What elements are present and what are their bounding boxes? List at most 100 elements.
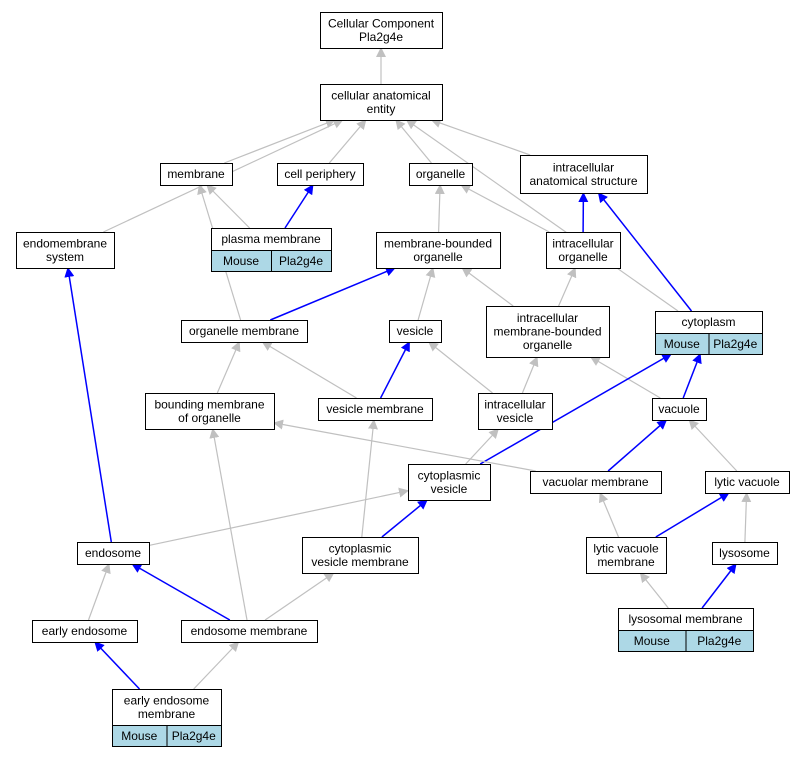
edge-cvm-to-vesmem <box>361 419 378 538</box>
node-label: vesicle <box>397 324 434 338</box>
annotation-organism: Mouse <box>634 634 670 648</box>
node-box <box>320 84 443 121</box>
node-label: Cellular Component <box>328 16 435 30</box>
node-label: vesicle <box>431 482 468 496</box>
node-label: membrane <box>138 707 196 721</box>
edge-membrane-to-cae <box>224 118 336 164</box>
edges-layer <box>64 47 752 690</box>
edge-cellper-to-cae <box>328 119 367 164</box>
node-box <box>705 471 790 494</box>
node-membrane[interactable]: membrane <box>160 163 233 186</box>
edge-vesmem-to-vesicle <box>379 341 411 399</box>
node-box <box>181 620 318 643</box>
node-box <box>486 306 610 358</box>
edge-imbo-to-mbo <box>461 267 514 307</box>
edge-plasma-to-cellper <box>284 184 314 229</box>
node-vacuole[interactable]: vacuole <box>652 398 707 421</box>
node-box <box>320 12 443 49</box>
node-vesicle[interactable]: vesicle <box>389 320 442 343</box>
annotation-gene: Pla2g4e <box>172 729 216 743</box>
node-label: vacuole <box>658 402 700 416</box>
edge-plasma-to-membrane <box>206 184 251 229</box>
node-label: membrane-bounded <box>384 236 492 250</box>
node-endomem[interactable]: endosome membrane <box>181 620 318 643</box>
node-label: Pla2g4e <box>359 30 403 44</box>
node-cellper[interactable]: cell periphery <box>277 163 364 186</box>
node-box <box>389 320 442 343</box>
edge-cytves-to-cytoplasm <box>479 353 673 465</box>
edge-lvm-to-lytvac <box>655 492 730 538</box>
node-label: intracellular <box>484 397 545 411</box>
edge-intves-to-vesicle <box>428 341 493 394</box>
node-label: system <box>46 250 84 264</box>
edge-vacmem-to-bmo <box>273 419 536 472</box>
node-box <box>520 155 648 194</box>
edge-vacuole-to-imbo <box>589 356 661 399</box>
edge-organelle-to-cae <box>395 119 432 164</box>
node-lytvac[interactable]: lytic vacuole <box>705 471 790 494</box>
node-label: cytoplasm <box>681 315 735 329</box>
edge-lysosome-to-lytvac <box>741 492 752 543</box>
node-label: vesicle membrane <box>311 555 409 569</box>
edge-cvm-to-cytves <box>381 499 428 538</box>
node-vesmem[interactable]: vesicle membrane <box>318 398 433 421</box>
node-box <box>478 393 553 430</box>
node-label: intracellular <box>517 311 578 325</box>
node-label: bounding membrane <box>154 397 264 411</box>
node-label: cell periphery <box>284 167 355 181</box>
node-label: vesicle <box>497 411 534 425</box>
edge-vesmem-to-orgmem <box>261 341 357 399</box>
edge-intves-to-imbo <box>521 356 539 394</box>
node-label: lysosomal membrane <box>628 612 742 626</box>
edge-cytoplasm-to-cae <box>405 119 679 312</box>
node-orgmem[interactable]: organelle membrane <box>181 320 308 343</box>
node-organelle[interactable]: organelle <box>409 163 473 186</box>
node-early[interactable]: early endosome <box>32 620 138 643</box>
node-endosome[interactable]: endosome <box>77 542 150 565</box>
edge-cytoplasm-to-ias <box>597 192 693 312</box>
edge-endomem-to-bmo <box>209 428 248 621</box>
node-label: membrane <box>597 555 655 569</box>
node-box <box>530 471 662 494</box>
annotation-gene: Pla2g4e <box>713 337 757 351</box>
edge-imbo-to-intorg <box>558 267 577 307</box>
edge-orgmem-to-mbo <box>270 266 396 321</box>
node-box <box>318 398 433 421</box>
annotation-organism: Mouse <box>664 337 700 351</box>
annotation-organism: Mouse <box>223 254 259 268</box>
node-label: anatomical structure <box>529 174 637 188</box>
node-label: organelle <box>416 167 466 181</box>
node-label: cytoplasmic <box>329 541 392 555</box>
node-box <box>181 320 308 343</box>
annotation-gene: Pla2g4e <box>697 634 741 648</box>
node-label: of organelle <box>178 411 241 425</box>
node-box <box>712 542 778 565</box>
node-vacmem[interactable]: vacuolar membrane <box>530 471 662 494</box>
edge-bmo-to-orgmem <box>216 341 241 394</box>
edge-lysomem-to-lysosome <box>701 563 737 609</box>
node-label: lytic vacuole <box>714 475 780 489</box>
edge-endomem-to-cvm <box>264 572 335 621</box>
node-lysosome[interactable]: lysosome <box>712 542 778 565</box>
annotation-cell <box>166 725 222 747</box>
edge-mbo-to-organelle <box>434 184 445 233</box>
annotation-organism: Mouse <box>121 729 157 743</box>
node-label: organelle <box>558 250 608 264</box>
